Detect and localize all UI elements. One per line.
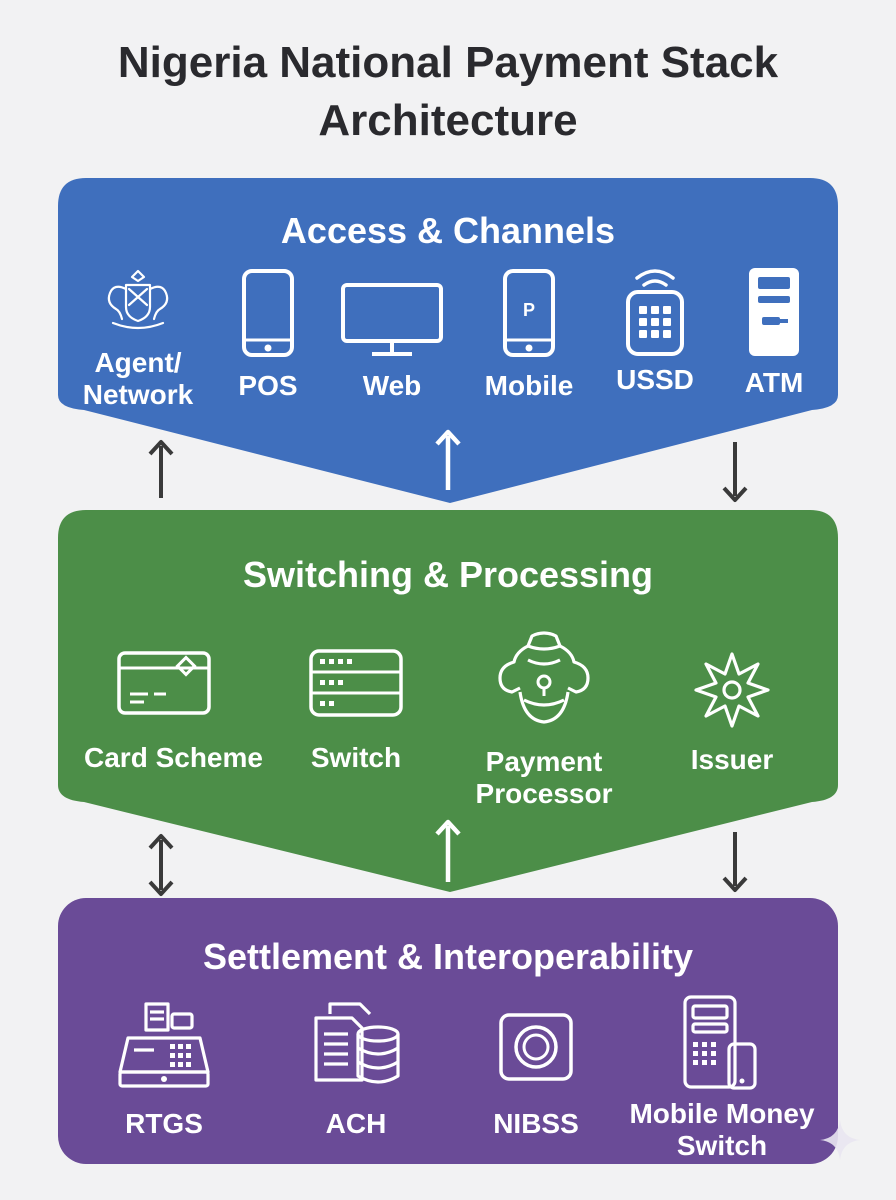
channel-label: USSD xyxy=(616,364,694,395)
channel-label: Web xyxy=(362,370,422,401)
coat-of-arms-icon xyxy=(107,269,169,330)
monitor-icon xyxy=(341,283,443,356)
channel-agent-network[interactable]: Agent/ Network xyxy=(58,265,218,411)
settlement-nibss[interactable]: NIBSS xyxy=(456,1012,616,1140)
ring-icon xyxy=(499,1013,573,1081)
processing-issuer[interactable]: Issuer xyxy=(652,650,812,776)
channel-pos[interactable]: POS xyxy=(188,268,348,402)
smartphone-icon xyxy=(242,269,294,357)
settlement-label: ACH xyxy=(325,1108,387,1139)
processing-label: Payment Processor xyxy=(475,746,613,809)
channel-label: POS xyxy=(238,370,298,401)
page-title: Nigeria National Payment Stack Architect… xyxy=(0,34,896,150)
settlement-label: NIBSS xyxy=(493,1108,579,1139)
access-layer-title: Access & Channels xyxy=(280,210,616,251)
svg-text:P: P xyxy=(523,300,535,320)
settlement-layer-title: Settlement & Interoperability xyxy=(202,936,694,977)
documents-database-icon xyxy=(314,1002,400,1084)
channel-atm[interactable]: ATM xyxy=(694,265,854,399)
cash-register-icon xyxy=(118,1002,210,1088)
channel-web[interactable]: Web xyxy=(312,282,472,402)
settlement-label: Mobile Money Switch xyxy=(629,1098,815,1161)
title-line-1: Nigeria National Payment Stack xyxy=(117,38,779,87)
arrow-down-icon xyxy=(722,442,748,502)
channel-label: ATM xyxy=(744,367,804,398)
processing-label: Switch xyxy=(310,742,402,773)
card-icon xyxy=(117,651,211,715)
title-line-2: Architecture xyxy=(318,96,578,145)
arrow-bidirectional-icon xyxy=(148,834,174,896)
arrow-down-icon xyxy=(722,832,748,892)
mobile-p-icon: P xyxy=(503,269,555,357)
server-icon xyxy=(309,649,403,717)
switching-layer-title: Switching & Processing xyxy=(242,554,654,595)
settlement-label: RTGS xyxy=(125,1108,203,1139)
processing-label: Issuer xyxy=(690,744,774,775)
settlement-layer-panel xyxy=(58,898,838,1164)
pos-phone-icon xyxy=(683,995,757,1090)
access-layer-panel xyxy=(58,178,838,503)
channel-label: Mobile xyxy=(484,370,574,401)
settlement-mobile-money-switch[interactable]: Mobile Money Switch xyxy=(622,994,822,1162)
atm-icon xyxy=(749,268,799,356)
sparkle-icon xyxy=(820,1120,860,1160)
arrow-up-icon xyxy=(435,429,461,490)
arrow-up-icon xyxy=(148,440,174,498)
channel-mobile[interactable]: P Mobile xyxy=(449,268,609,402)
channel-ussd[interactable]: USSD xyxy=(575,262,735,396)
settlement-rtgs[interactable]: RTGS xyxy=(84,1000,244,1140)
processor-icon xyxy=(498,631,590,724)
processing-label: Card Scheme xyxy=(84,742,263,773)
keypad-wifi-icon xyxy=(626,269,684,356)
processing-switch[interactable]: Switch xyxy=(276,648,436,774)
channel-label: Agent/ Network xyxy=(82,347,194,410)
processing-payment-processor[interactable]: Payment Processor xyxy=(464,630,624,810)
arrow-up-icon xyxy=(435,819,461,882)
processing-card-scheme[interactable]: Card Scheme xyxy=(84,650,263,774)
switching-layer-panel xyxy=(58,510,838,892)
settlement-ach[interactable]: ACH xyxy=(276,1000,436,1140)
star-gear-icon xyxy=(694,652,770,728)
